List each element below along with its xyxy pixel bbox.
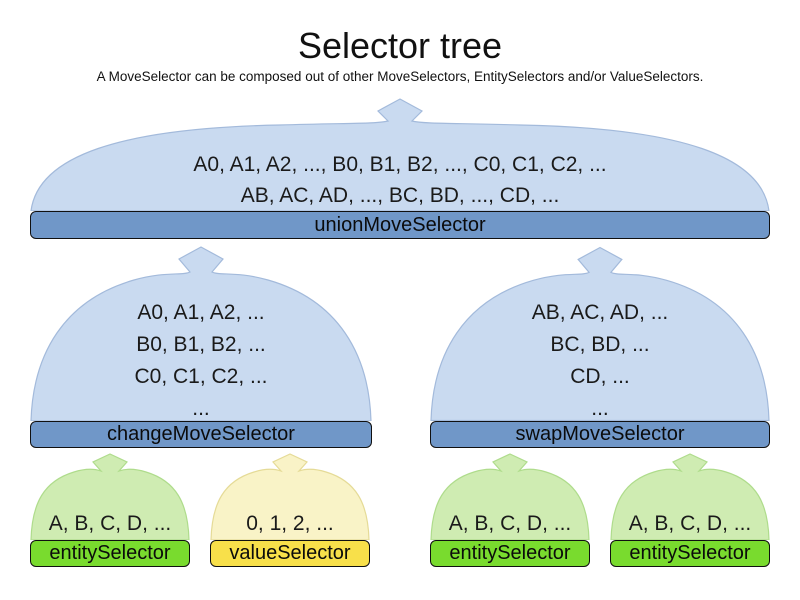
- swap-funnel-arrow-shape: [430, 246, 770, 421]
- dome-text-line: A, B, C, D, ...: [628, 512, 752, 535]
- entity2-funnel-arrow-shape: [430, 453, 590, 540]
- change-dome-text: A0, A1, A2, ... B0, B1, B2, ... C0, C1, …: [30, 297, 372, 425]
- dome-text-line: ...: [192, 397, 210, 420]
- entity2-dome-text: A, B, C, D, ...: [430, 511, 590, 537]
- dome-text-line: CD, ...: [570, 365, 630, 388]
- entity1-dome-text: A, B, C, D, ...: [30, 511, 190, 537]
- dome-text-line: ...: [591, 397, 609, 420]
- entity3-dome-text: A, B, C, D, ...: [610, 511, 770, 537]
- change-funnel-arrow-shape: [30, 246, 372, 421]
- swap-dome-text: AB, AC, AD, ... BC, BD, ... CD, ... ...: [430, 297, 770, 425]
- dome-text-line: 0, 1, 2, ...: [246, 512, 334, 535]
- union-dome-text: A0, A1, A2, ..., B0, B1, B2, ..., C0, C1…: [30, 149, 770, 211]
- entity3-funnel-arrow-shape: [610, 453, 770, 540]
- page-title: Selector tree: [297, 25, 503, 66]
- swap-move-selector-bar: swapMoveSelector: [430, 421, 770, 448]
- change-move-selector-bar: changeMoveSelector: [30, 421, 372, 448]
- dome-text-line: A, B, C, D, ...: [448, 512, 572, 535]
- union-move-selector-bar: unionMoveSelector: [30, 211, 770, 239]
- value-funnel-arrow-shape: [210, 453, 370, 540]
- entity-selector-bar: entitySelector: [30, 540, 190, 567]
- page-subtitle: A MoveSelector can be composed out of ot…: [96, 69, 704, 84]
- entity-selector-bar: entitySelector: [430, 540, 590, 567]
- dome-text-line: A0, A1, A2, ...: [137, 301, 265, 324]
- entity-selector-bar: entitySelector: [610, 540, 770, 567]
- dome-text-line: AB, AC, AD, ...: [531, 301, 669, 324]
- entity1-funnel-arrow-shape: [30, 453, 190, 540]
- dome-text-line: B0, B1, B2, ...: [136, 333, 266, 356]
- dome-text-line: BC, BD, ...: [550, 333, 650, 356]
- dome-text-line: A, B, C, D, ...: [48, 512, 172, 535]
- dome-text-line: A0, A1, A2, ..., B0, B1, B2, ..., C0, C1…: [193, 153, 607, 176]
- union-funnel-arrow-shape: [30, 98, 770, 211]
- dome-text-line: AB, AC, AD, ..., BC, BD, ..., CD, ...: [240, 184, 560, 207]
- value-dome-text: 0, 1, 2, ...: [210, 511, 370, 537]
- value-selector-bar: valueSelector: [210, 540, 370, 567]
- dome-text-line: C0, C1, C2, ...: [134, 365, 268, 388]
